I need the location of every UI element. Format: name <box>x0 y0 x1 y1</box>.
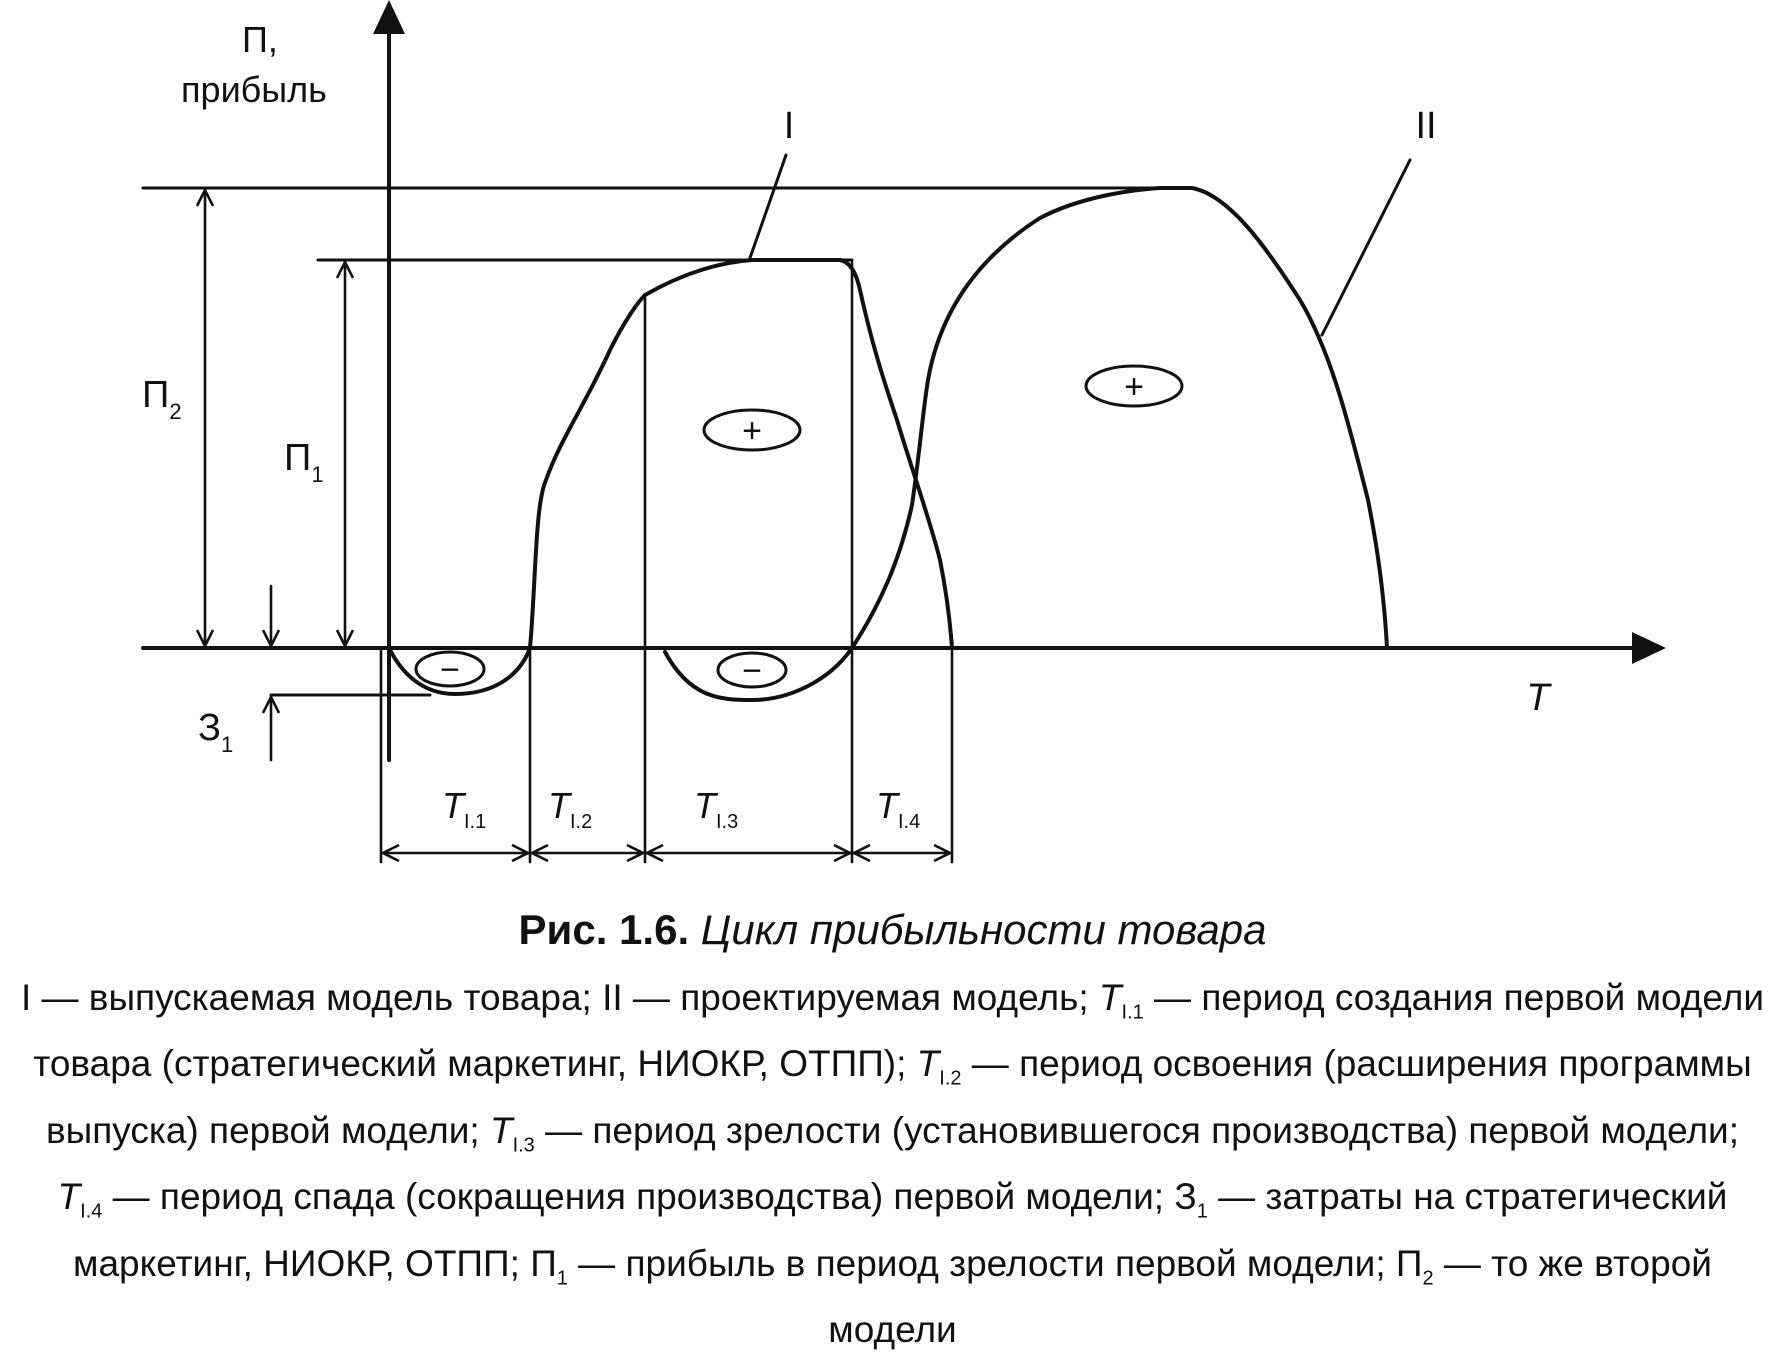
legend-text: — период освоения (расширения программы … <box>45 1043 1752 1151</box>
minus-ellipse-left <box>414 650 486 688</box>
label-p1: П1 <box>284 437 324 487</box>
period-label-t13-base: T <box>694 785 719 826</box>
legend-text: — период создания первой модели товара (… <box>33 977 1765 1085</box>
period-label-t13-sub: I.3 <box>716 811 738 833</box>
period-label-t11: TI.1 <box>442 785 486 833</box>
period-label-t14-base: T <box>876 785 901 826</box>
legend-symbol-subscript: I.2 <box>939 1067 962 1090</box>
pointer-line-curve-i <box>748 153 788 260</box>
legend-symbol: П <box>1395 1242 1423 1284</box>
sign-plus-left: + <box>742 412 762 450</box>
curve-ii <box>663 186 1389 702</box>
minus-ellipse-right <box>716 651 788 689</box>
period-label-t12-base: T <box>548 785 573 826</box>
x-axis-arrowhead <box>1632 632 1666 664</box>
legend-text: — прибыль в период зрелости первой модел… <box>567 1242 1396 1284</box>
y-axis-label-line1: П, <box>242 19 278 60</box>
curve-label-i: I <box>784 105 795 147</box>
legend-symbol: П <box>530 1242 557 1284</box>
curve-i-loss <box>387 646 532 696</box>
period-label-t13: TI.3 <box>694 785 738 833</box>
y-axis-arrowhead <box>373 0 405 34</box>
plus-ellipse-left <box>702 408 802 452</box>
period-label-t12-sub: I.2 <box>570 811 592 833</box>
legend-text: — период спада (сокращения производства)… <box>102 1176 1175 1218</box>
period-label-t14: TI.4 <box>876 785 920 833</box>
legend-symbol: T <box>916 1043 940 1085</box>
period-label-t14-sub: I.4 <box>898 811 920 833</box>
legend-symbol-subscript: 1 <box>556 1266 568 1289</box>
legend-symbol: T <box>57 1176 81 1218</box>
label-z1-sub: 1 <box>221 732 233 757</box>
legend-symbol-subscript: 1 <box>1196 1200 1208 1223</box>
label-z1-base: З <box>198 707 221 749</box>
period-label-t11-sub: I.1 <box>464 811 486 833</box>
figure-title: Цикл прибыльности товара <box>700 906 1267 953</box>
label-p2: П2 <box>142 374 182 424</box>
period-label-t11-base: T <box>442 785 467 826</box>
sign-plus-right: + <box>1124 368 1144 406</box>
figure-number: Рис. 1.6. <box>518 906 690 953</box>
label-p2-sub: 2 <box>169 399 181 424</box>
legend-symbol-subscript: 2 <box>1422 1266 1434 1289</box>
label-p1-sub: 1 <box>311 462 323 487</box>
label-p1-base: П <box>284 437 311 479</box>
plus-ellipse-right <box>1084 364 1184 408</box>
sign-minus-left: − <box>440 651 460 689</box>
y-axis-label-line2: прибыль <box>181 69 327 110</box>
sign-minus-right: − <box>742 652 762 690</box>
legend-symbol-subscript: I.4 <box>80 1200 103 1223</box>
legend-text: — затраты на стратегический маркетинг, Н… <box>73 1176 1728 1284</box>
x-axis-label: T <box>1526 677 1552 719</box>
pointer-line-curve-ii <box>1320 158 1412 337</box>
label-p2-base: П <box>142 374 169 416</box>
figure-caption: Рис. 1.6. Цикл прибыльности товара <box>0 906 1785 954</box>
legend-symbol: T <box>489 1109 513 1151</box>
curve-label-ii: II <box>1415 105 1436 147</box>
profit-cycle-diagram: П, прибыль T I II + + − − П2 П1 З1 TI.1 … <box>141 0 1666 864</box>
legend-text: I — выпускаемая модель товара; II — прое… <box>20 977 1099 1018</box>
legend-symbol: З <box>1174 1176 1197 1218</box>
figure-legend: I — выпускаемая модель товара; II — прое… <box>20 972 1765 1356</box>
curve-i <box>528 258 954 650</box>
legend-symbol-subscript: I.3 <box>512 1134 535 1157</box>
legend-text: — период зрелости (установившегося произ… <box>534 1109 1739 1151</box>
label-z1: З1 <box>198 707 233 757</box>
period-label-t12: TI.2 <box>548 785 592 833</box>
legend-symbol: T <box>1098 977 1122 1018</box>
legend-symbol-subscript: I.1 <box>1121 1001 1144 1024</box>
